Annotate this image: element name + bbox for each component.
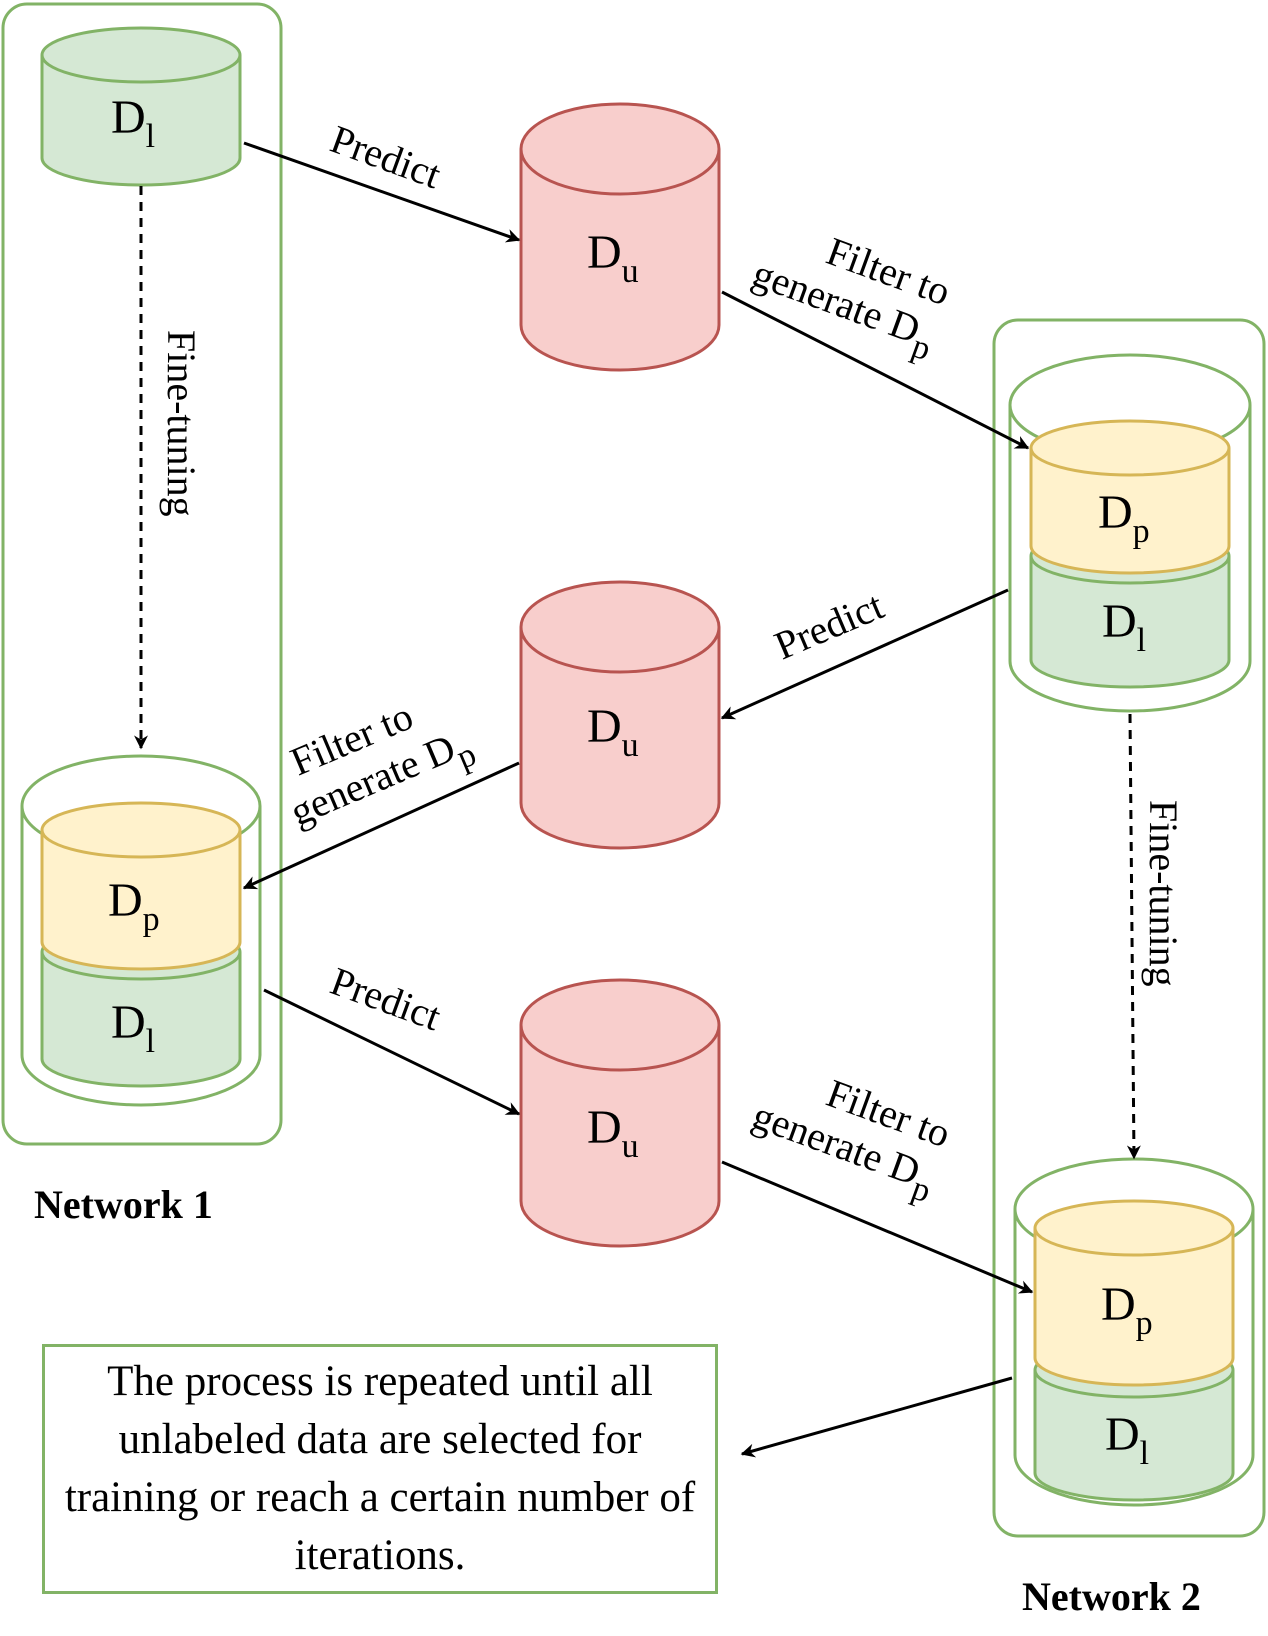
arrow-filter-1 (721, 290, 1030, 450)
svg-text:Dl: Dl (111, 91, 155, 155)
arrow-predict-1 (243, 141, 521, 243)
iteration-note: The process is repeated until all unlabe… (42, 1344, 718, 1594)
dl-sub: l (146, 1023, 155, 1060)
predict-label: Predict (768, 583, 890, 669)
dl-main: D (111, 91, 146, 144)
network2-combined-cylinder-bottom: Dp Dl (1013, 1157, 1255, 1507)
dp-sub: p (143, 901, 160, 938)
dp-main: D (1101, 1278, 1136, 1331)
dl-main: D (1105, 1408, 1140, 1461)
arrow-predict-3 (263, 988, 521, 1116)
network1-labeled-cylinder: Dl (40, 26, 242, 187)
du-main: D (587, 700, 622, 753)
network1-label: Network 1 (34, 1182, 213, 1227)
dl-main: D (1102, 595, 1137, 648)
unlabeled-cylinder-3: Du (519, 978, 721, 1248)
svg-text:Du: Du (587, 700, 639, 764)
dl-sub: l (146, 118, 155, 155)
svg-text:Dp: Dp (1098, 486, 1150, 550)
filter-label: Filter to generate Dp (283, 693, 481, 835)
network2-combined-cylinder-top: Dp Dl (1008, 353, 1252, 713)
dp-sub: p (1136, 1305, 1153, 1342)
du-sub: u (622, 727, 639, 764)
dp-main: D (108, 874, 143, 927)
dl-sub: l (1140, 1435, 1149, 1472)
arrow-finetune-2 (1126, 713, 1141, 1160)
du-main: D (587, 1101, 622, 1154)
svg-text:Dl: Dl (1105, 1408, 1149, 1472)
filter-label: Filter to generate Dp (747, 1070, 956, 1210)
svg-text:Dp: Dp (1101, 1278, 1153, 1342)
svg-text:Dl: Dl (1102, 595, 1146, 659)
arrow-filter-2 (242, 761, 520, 890)
dl-sub: l (1137, 622, 1146, 659)
du-sub: u (622, 1128, 639, 1165)
svg-text:Dl: Dl (111, 996, 155, 1060)
svg-text:Dp: Dp (108, 874, 160, 938)
dl-main: D (111, 996, 146, 1049)
svg-text:Du: Du (587, 1101, 639, 1165)
fine-tuning-label: Fine-tuning (1141, 800, 1186, 987)
unlabeled-cylinder-2: Du (519, 580, 721, 850)
arrow-predict-2 (720, 588, 1009, 720)
filter-label: Filter to generate Dp (747, 228, 956, 368)
network1-container (1, 2, 283, 1146)
du-sub: u (622, 253, 639, 290)
dp-sub: p (1133, 513, 1150, 550)
du-main: D (587, 226, 622, 279)
network1-combined-cylinder: Dp Dl (20, 754, 262, 1107)
dp-main: D (1098, 486, 1133, 539)
iteration-note-text: The process is repeated until all unlabe… (64, 1358, 696, 1579)
arrow-filter-3 (721, 1160, 1034, 1294)
unlabeled-cylinder-1: Du (519, 102, 721, 372)
network2-label: Network 2 (1022, 1574, 1201, 1619)
arrow-repeat (740, 1376, 1013, 1458)
svg-text:Du: Du (587, 226, 639, 290)
predict-label: Predict (325, 116, 447, 197)
fine-tuning-label: Fine-tuning (159, 330, 204, 517)
network2-container (992, 318, 1266, 1538)
